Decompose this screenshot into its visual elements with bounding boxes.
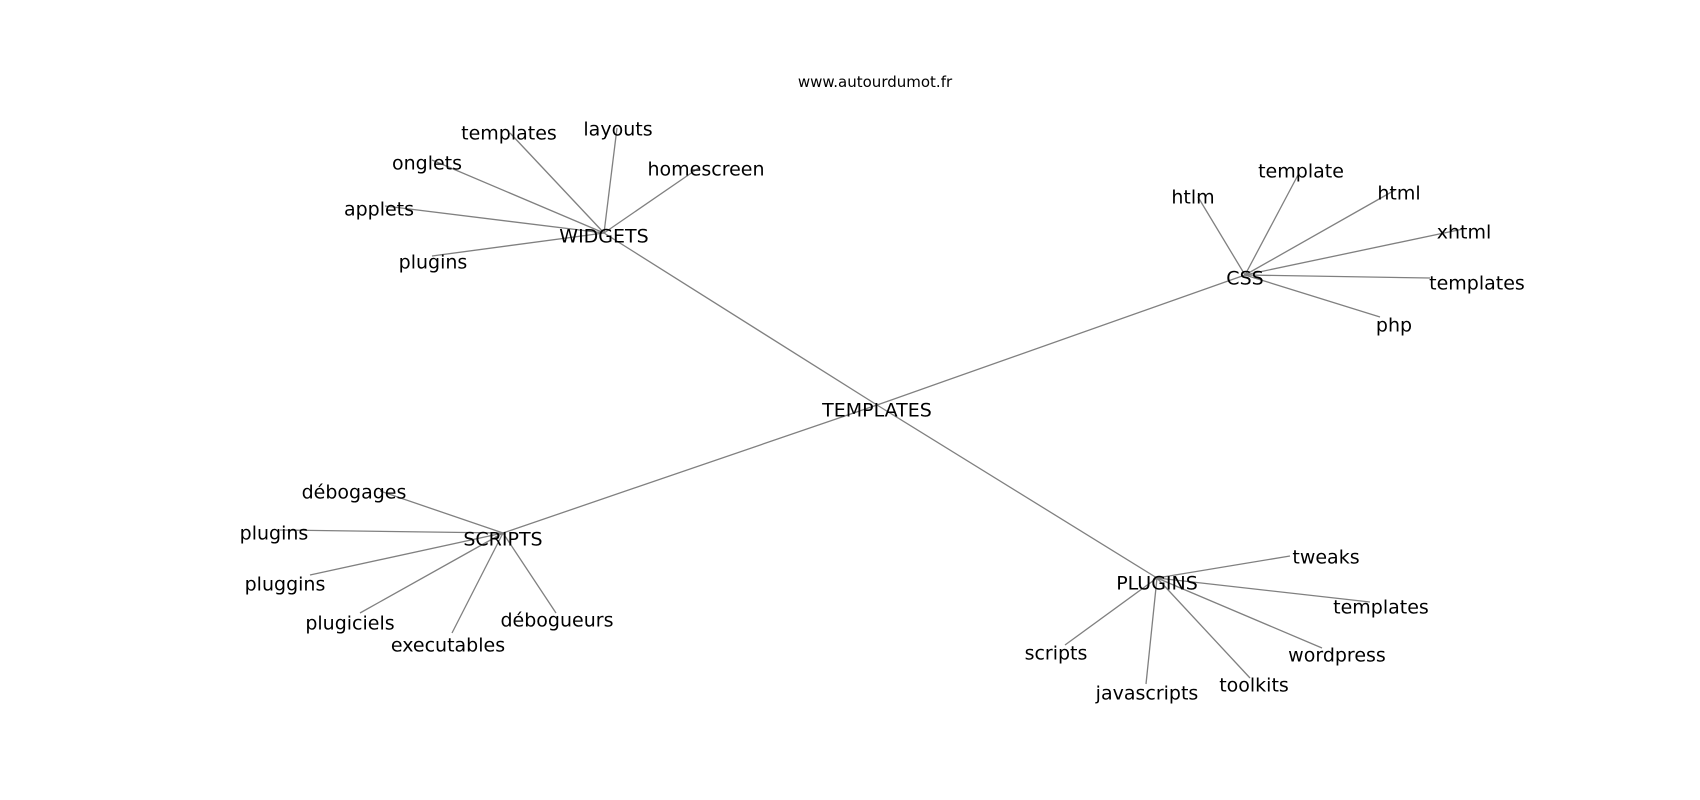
leaf-node-scripts-debogages: débogages xyxy=(302,482,407,504)
hub-node-scripts: SCRIPTS xyxy=(463,529,542,551)
leaf-node-scripts-plugiciels: plugiciels xyxy=(305,613,394,635)
leaf-node-plugins-tweaks: tweaks xyxy=(1292,547,1359,569)
leaf-node-scripts-executables: executables xyxy=(391,635,505,657)
leaf-node-scripts-debogueurs: débogueurs xyxy=(501,610,614,632)
edge-widgets-homescreen xyxy=(603,166,701,234)
site-watermark: www.autourdumot.fr xyxy=(798,73,953,91)
leaf-node-widgets-onglets: onglets xyxy=(392,153,462,175)
hub-node-widgets: WIDGETS xyxy=(559,226,648,248)
leaf-node-css-php: php xyxy=(1376,315,1412,337)
leaf-node-plugins-templates: templates xyxy=(1333,597,1429,619)
edge-css-xhtml xyxy=(1244,228,1464,276)
leaf-node-widgets-applets: applets xyxy=(344,199,414,221)
edge-plugins-tweaks xyxy=(1156,555,1291,579)
leaf-node-widgets-layouts: layouts xyxy=(583,119,652,141)
edge-scripts-plugiciels xyxy=(359,532,504,614)
edge-scripts-pluggins xyxy=(309,532,504,576)
edge-root-plugins xyxy=(876,404,1158,579)
leaf-node-css-xhtml: xhtml xyxy=(1437,222,1492,244)
leaf-node-css-html: html xyxy=(1377,183,1420,205)
leaf-node-scripts-plugins: plugins xyxy=(240,523,309,545)
edge-scripts-debogages xyxy=(379,490,504,534)
leaf-node-css-templates: templates xyxy=(1429,273,1525,295)
hub-node-plugins: PLUGINS xyxy=(1116,573,1198,595)
edge-plugins-wordpress xyxy=(1156,577,1323,649)
label-layer: TEMPLATES WIDGETS templates layouts homescre… xyxy=(240,119,1525,705)
edge-scripts-debogueurs xyxy=(502,532,557,614)
edge-plugins-toolkits xyxy=(1156,577,1251,679)
edge-root-widgets xyxy=(603,232,878,406)
leaf-node-widgets-templates: templates xyxy=(461,123,557,145)
edge-root-css xyxy=(876,274,1246,406)
edge-css-templates xyxy=(1244,274,1431,279)
leaf-node-css-template: template xyxy=(1258,161,1344,183)
edge-widgets-templates xyxy=(509,132,605,234)
edge-css-html xyxy=(1244,189,1396,276)
edge-widgets-plugins xyxy=(431,232,605,257)
edge-widgets-layouts xyxy=(603,127,618,234)
edge-css-htlm xyxy=(1197,196,1246,276)
hub-node-css: CSS xyxy=(1226,268,1263,290)
edge-widgets-onglets xyxy=(431,159,605,234)
edge-root-scripts xyxy=(502,404,878,534)
root-node-label: TEMPLATES xyxy=(821,400,932,422)
edge-plugins-javascripts xyxy=(1145,577,1158,685)
edge-css-template xyxy=(1244,174,1299,276)
edge-plugins-scripts xyxy=(1064,577,1158,646)
leaf-node-widgets-homescreen: homescreen xyxy=(647,159,764,181)
edge-css-php xyxy=(1244,274,1381,318)
edge-layer xyxy=(279,127,1464,685)
edge-scripts-plugins xyxy=(279,529,504,534)
leaf-node-plugins-wordpress: wordpress xyxy=(1288,645,1386,667)
leaf-node-plugins-javascripts: javascripts xyxy=(1095,683,1199,705)
edge-widgets-applets xyxy=(384,205,605,234)
leaf-node-css-htlm: htlm xyxy=(1171,187,1214,209)
edge-plugins-templates xyxy=(1156,577,1371,603)
leaf-node-widgets-plugins: plugins xyxy=(399,252,468,274)
leaf-node-plugins-scripts: scripts xyxy=(1025,643,1088,665)
leaf-node-plugins-toolkits: toolkits xyxy=(1219,675,1289,697)
edge-scripts-executables xyxy=(451,532,504,634)
leaf-node-scripts-pluggins: pluggins xyxy=(245,574,326,596)
